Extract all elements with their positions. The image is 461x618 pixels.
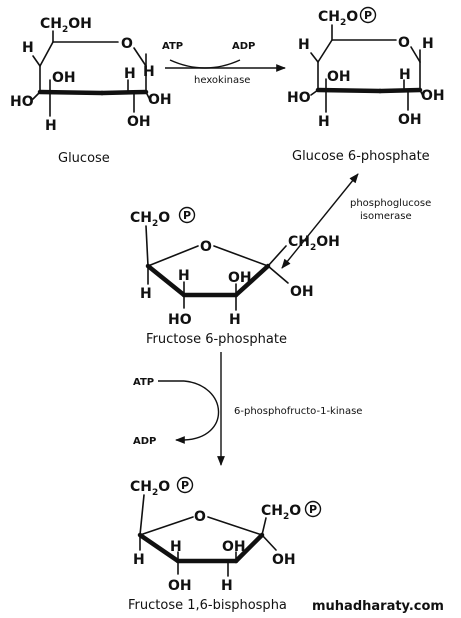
glucose-c2-oh: OH	[127, 114, 151, 130]
g6p-c2-oh: OH	[398, 112, 422, 128]
g6p-c1-oh: OH	[421, 88, 445, 104]
f16bp-ch2o-left: CH2O	[130, 479, 170, 498]
g6p-ring-oxygen: O	[398, 35, 410, 51]
f16bp-c4-h: H	[170, 539, 182, 555]
f16bp-c3-h: H	[221, 578, 233, 594]
glucose-c1-h: H	[143, 64, 155, 80]
pfk-label: 6-phosphofructo-1-kinase	[234, 406, 362, 417]
g6p-phosphate-circle	[359, 6, 377, 24]
f16bp-ch2o-right: CH2O	[261, 503, 301, 522]
hexokinase-adp-label: ADP	[232, 41, 255, 52]
glucose-c3-h: H	[45, 118, 57, 134]
f16bp-ring-oxygen: O	[194, 509, 206, 525]
hexokinase-cofactor-arc	[169, 59, 241, 69]
glucose-6-phosphate-structure: CH2O P O H HO OH H H OH H OH Glucose 6-p…	[287, 6, 445, 164]
f16bp-phosphate-circle-right	[304, 500, 322, 518]
fructose-1-6-bisphosphate-label: Fructose 1,6-bisphospha	[128, 598, 287, 613]
g6p-c4-ho: HO	[287, 90, 311, 106]
glucose-c1-oh: OH	[148, 92, 172, 108]
glucose-6-phosphate-label: Glucose 6-phosphate	[292, 149, 430, 164]
glucose-c3-oh: OH	[52, 70, 76, 86]
isomerase-step: phosphoglucose isomerase	[281, 173, 431, 269]
f6p-c3-h: H	[229, 312, 241, 328]
isomerase-label-line2: isomerase	[360, 211, 412, 222]
f6p-c4-ho: HO	[168, 312, 192, 328]
glucose-label: Glucose	[58, 151, 110, 166]
f16bp-c3-oh: OH	[222, 539, 246, 555]
glucose-ch2oh: CH2OH	[40, 16, 92, 35]
fructose-6-phosphate-label: Fructose 6-phosphate	[146, 332, 287, 347]
f6p-ring-oxygen: O	[200, 239, 212, 255]
f6p-c5-h: H	[140, 286, 152, 302]
glucose-c4-ho: HO	[10, 94, 34, 110]
pfk-atp-label: ATP	[133, 377, 154, 388]
glucose-structure: CH2OH O H HO OH H H OH H OH Glucose	[10, 16, 172, 166]
glucose-c2-h: H	[124, 66, 136, 82]
watermark: muhadharaty.com	[312, 599, 444, 614]
f6p-ch2o: CH2O	[130, 210, 170, 229]
hexokinase-label: hexokinase	[194, 75, 250, 86]
pfk-cofactor-arc	[183, 380, 220, 441]
fructose-1-6-bisphosphate-structure: CH2O P O H H OH OH H CH2O P OH Fructose …	[128, 476, 322, 613]
f6p-phosphate-circle	[178, 206, 196, 224]
g6p-c4-h: H	[298, 37, 310, 53]
f6p-c4-h: H	[178, 268, 190, 284]
f16bp-c2-oh: OH	[272, 552, 296, 568]
isomerase-double-arrow	[281, 173, 359, 269]
g6p-c1-h: H	[422, 36, 434, 52]
f6p-phosphate-label: P	[183, 209, 191, 222]
g6p-phosphate-label: P	[364, 9, 372, 22]
g6p-c3-h: H	[318, 114, 330, 130]
f6p-c1-ch2oh: CH2OH	[288, 234, 340, 253]
f16bp-c4-oh: OH	[168, 578, 192, 594]
g6p-c2-h: H	[399, 67, 411, 83]
hexokinase-atp-label: ATP	[162, 41, 183, 52]
f16bp-phosphate-circle-left	[176, 476, 194, 494]
watermark-background	[308, 594, 461, 618]
isomerase-label-line1: phosphoglucose	[350, 198, 431, 209]
f16bp-phosphate-label-left: P	[181, 479, 189, 492]
f16bp-c5-h: H	[133, 552, 145, 568]
phosphofructokinase-step: ATP ADP 6-phosphofructo-1-kinase	[133, 352, 362, 466]
pfk-adp-label: ADP	[133, 436, 156, 447]
glucose-ring-oxygen: O	[121, 36, 133, 52]
f6p-c3-oh: OH	[228, 270, 252, 286]
g6p-ch2o: CH2O	[318, 9, 358, 28]
glucose-c4-h: H	[22, 40, 34, 56]
f16bp-phosphate-label-right: P	[309, 503, 317, 516]
f6p-c2-oh: OH	[290, 284, 314, 300]
fructose-6-phosphate-structure: CH2O P O H H HO OH H CH2OH OH Fructose 6…	[130, 206, 340, 347]
g6p-c3-oh: OH	[327, 69, 351, 85]
hexokinase-step: ATP ADP hexokinase	[162, 41, 286, 86]
